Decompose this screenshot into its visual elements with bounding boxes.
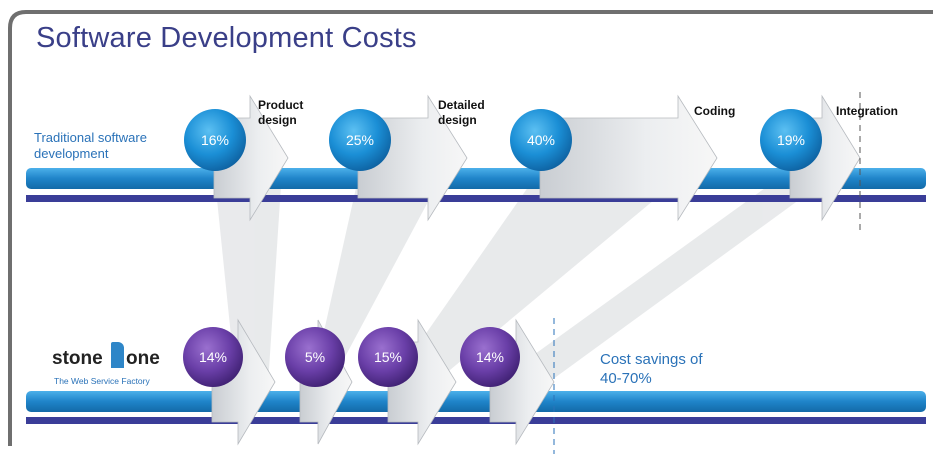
stoneone-bar	[26, 391, 926, 412]
traditional-circles: 16% 25% 40% 19%	[184, 109, 822, 171]
traditional-underline	[26, 195, 926, 202]
logo-text-right: one	[126, 348, 160, 369]
phase-label-coding: Coding	[694, 104, 736, 118]
circle-stoneone-3	[358, 327, 418, 387]
pct-stoneone-1: 14%	[199, 349, 227, 365]
phase-label-detailed-design: Detailed design	[438, 98, 485, 127]
pct-detailed-design: 25%	[346, 132, 374, 148]
logo-mark-icon	[111, 342, 124, 368]
circle-stoneone-2	[285, 327, 345, 387]
cost-savings-line1: Cost savings of	[600, 351, 703, 368]
stoneone-underline	[26, 417, 926, 424]
circle-stoneone-4	[460, 327, 520, 387]
phase-label-integration: Integration	[836, 104, 898, 118]
connector-band	[312, 170, 445, 385]
logo-text-left: stone	[52, 348, 103, 369]
stoneone-circles: 14% 5% 15% 14%	[183, 327, 520, 387]
cost-savings-line2: 40-70%	[600, 370, 652, 387]
page-title: Software Development Costs	[36, 22, 417, 54]
connector-band	[492, 170, 840, 385]
cost-savings-text: Cost savings of 40-70%	[600, 350, 703, 388]
circle-stoneone-1	[183, 327, 243, 387]
logo-tagline: The Web Service Factory	[54, 376, 150, 386]
connector-band	[390, 170, 690, 385]
traditional-row-label: Traditional software development	[34, 130, 147, 161]
pct-coding: 40%	[527, 132, 555, 148]
circle-coding	[510, 109, 572, 171]
connector-band	[214, 170, 282, 385]
arrow-coding	[539, 94, 718, 222]
circle-product-design	[184, 109, 246, 171]
phase-label-product-design: Product design	[258, 98, 304, 127]
circle-integration	[760, 109, 822, 171]
pct-integration: 19%	[777, 132, 805, 148]
frame-border	[8, 10, 933, 446]
pct-stoneone-2: 5%	[305, 349, 325, 365]
pct-product-design: 16%	[201, 132, 229, 148]
pct-stoneone-3: 15%	[374, 349, 402, 365]
circle-detailed-design	[329, 109, 391, 171]
pct-stoneone-4: 14%	[476, 349, 504, 365]
connector-bands	[214, 170, 840, 385]
